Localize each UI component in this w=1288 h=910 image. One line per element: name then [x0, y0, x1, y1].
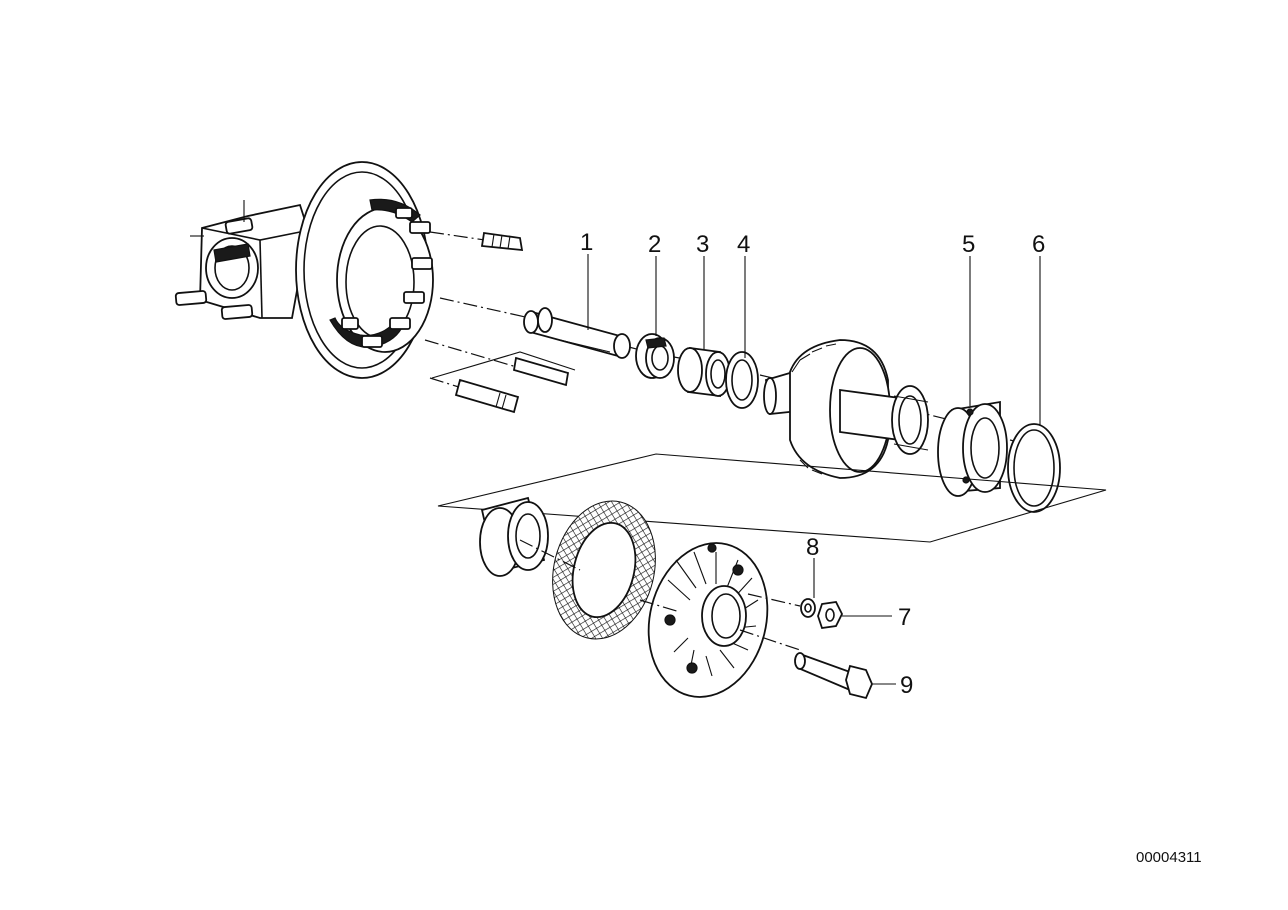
part-4-shim [725, 351, 759, 409]
callout-4: 4 [737, 231, 750, 258]
part-9-bolt [794, 652, 873, 700]
callout-7: 7 [898, 604, 911, 631]
callout-2: 2 [648, 231, 661, 258]
flange-studs [341, 207, 433, 348]
callout-9: 9 [900, 672, 913, 699]
callout-1: 1 [580, 229, 593, 256]
part-5-ball-bearing [937, 400, 1008, 497]
part-6-circlip [1007, 423, 1061, 513]
part-1-sleeve [523, 307, 631, 359]
part-3-spacer [677, 346, 731, 398]
diagram-number: 00004311 [1136, 849, 1202, 866]
callout-3: 3 [696, 231, 709, 258]
final-drive-housing [174, 161, 434, 379]
callout-labels: 1 2 3 4 5 6 7 8 9 [580, 229, 1045, 699]
callout-8: 8 [806, 534, 819, 561]
radial-seal [479, 496, 549, 577]
drive-pinion-gear [763, 339, 929, 479]
callout-5: 5 [962, 231, 975, 258]
gasket [552, 500, 656, 640]
housing-cover [647, 542, 769, 698]
part-7-nut [817, 601, 844, 629]
assembly-outline [437, 453, 1107, 543]
part-8-washer [800, 598, 816, 618]
callout-6: 6 [1032, 231, 1045, 258]
part-2-roller-bearing [635, 333, 675, 379]
stud-bolts [424, 231, 576, 414]
callout-leaders [587, 254, 1041, 685]
